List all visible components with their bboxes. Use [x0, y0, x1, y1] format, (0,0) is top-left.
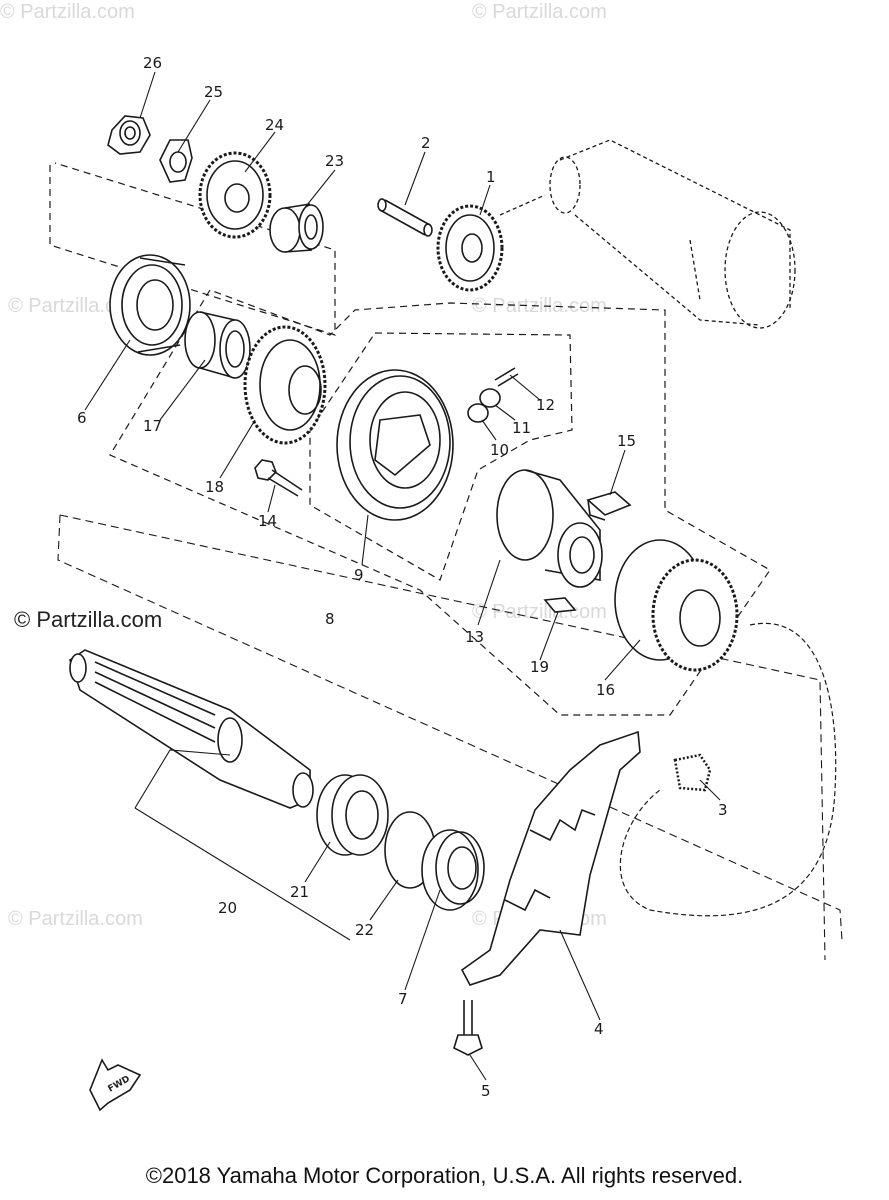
leader-lines [84, 71, 721, 1081]
label-part-14: 14 [258, 512, 277, 530]
bearing-part-6 [109, 254, 191, 356]
watermark-top-right: © Partzilla.com [472, 1, 607, 23]
label-part-13: 13 [465, 628, 484, 646]
bolt-part-5 [453, 1000, 483, 1056]
collar-part-23 [269, 203, 324, 253]
label-part-25: 25 [204, 83, 223, 101]
washer-part-25 [159, 139, 193, 183]
watermark-main: © Partzilla.com [14, 607, 163, 632]
nut-part-26 [107, 115, 151, 155]
roller-part-10 [467, 403, 489, 423]
oil-seal-part-7 [421, 829, 485, 911]
forward-arrow-icon: FWD [89, 1058, 142, 1112]
watermark-mid-left: © Partzilla.com [8, 295, 143, 317]
spring-part-11 [479, 388, 501, 408]
watermark-mid2-center: © Partzilla.com [472, 601, 607, 623]
label-part-19: 19 [530, 658, 549, 676]
gear-part-1 [436, 204, 504, 292]
shaft-part-20 [69, 649, 314, 809]
bushing-part-17 [184, 311, 251, 379]
label-part-18: 18 [205, 478, 224, 496]
label-part-3: 3 [718, 801, 728, 819]
label-part-2: 2 [421, 134, 431, 152]
label-part-1: 1 [486, 168, 496, 186]
label-part-22: 22 [355, 921, 374, 939]
label-part-10: 10 [490, 441, 509, 459]
gear-part-18 [243, 325, 327, 445]
label-part-24: 24 [265, 116, 284, 134]
bearing-part-21 [316, 774, 389, 856]
plunger-part-12 [494, 367, 519, 387]
group-outline-9 [309, 332, 573, 581]
gear-part-16 [614, 539, 739, 672]
label-part-20: 20 [218, 899, 237, 917]
key-part-15 [586, 491, 632, 521]
group-outline-8 [109, 289, 771, 716]
group-outline-20 [57, 514, 843, 961]
watermark-mid-center: © Partzilla.com [472, 295, 607, 317]
label-part-8: 8 [325, 610, 335, 628]
pin-part-2 [377, 198, 433, 237]
label-part-7: 7 [398, 990, 408, 1008]
key-part-19 [543, 597, 577, 613]
label-part-21: 21 [290, 883, 309, 901]
starter-motor-outline [499, 139, 796, 329]
plate-part-4 [460, 730, 641, 986]
copyright-notice: ©2018 Yamaha Motor Corporation, U.S.A. A… [145, 1163, 744, 1188]
watermark-bottom-left: © Partzilla.com [8, 908, 143, 930]
label-part-26: 26 [143, 54, 162, 72]
cover-outline [619, 622, 837, 917]
gear-part-24 [198, 151, 272, 239]
label-part-16: 16 [596, 681, 615, 699]
label-part-4: 4 [594, 1020, 604, 1038]
label-part-17: 17 [143, 417, 162, 435]
bolt-part-14 [254, 459, 303, 497]
hub-part-13 [496, 469, 603, 588]
label-part-6: 6 [77, 409, 87, 427]
label-part-23: 23 [325, 152, 344, 170]
label-part-9: 9 [354, 566, 364, 584]
label-part-15: 15 [617, 432, 636, 450]
group-outline-upper [49, 162, 336, 336]
label-part-11: 11 [512, 419, 531, 437]
label-part-5: 5 [481, 1082, 491, 1100]
watermark-top-left: © Partzilla.com [0, 1, 135, 23]
label-part-12: 12 [536, 396, 555, 414]
one-way-clutch-part-9 [336, 369, 454, 521]
